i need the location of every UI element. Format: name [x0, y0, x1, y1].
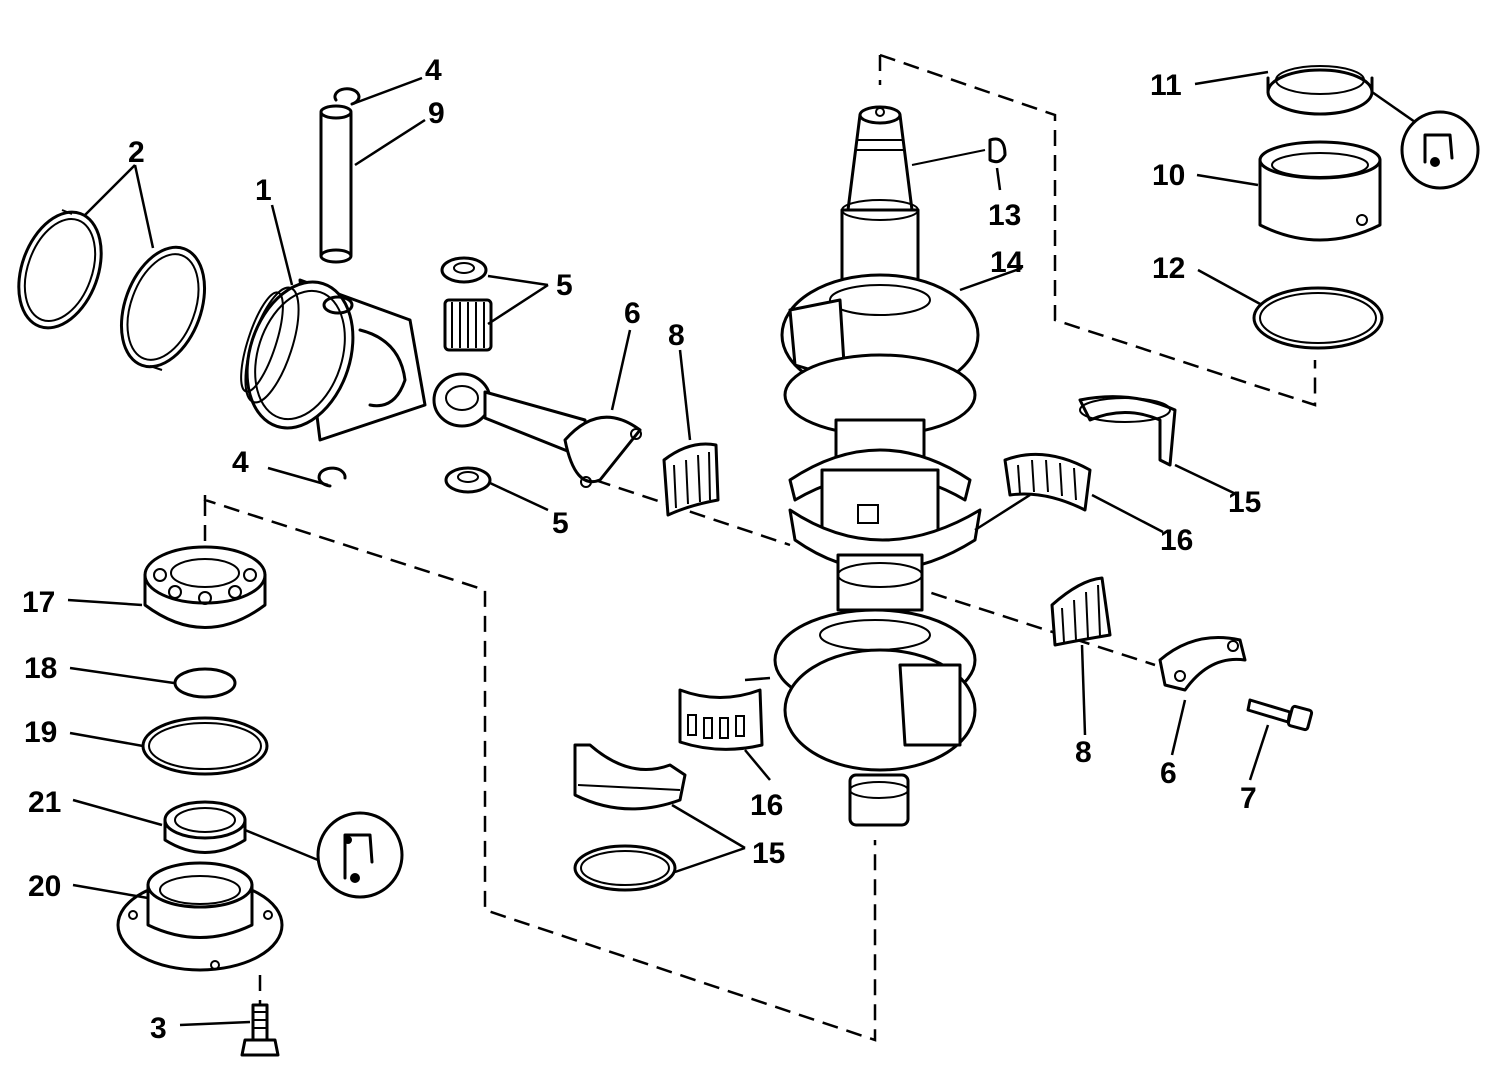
callout-16-left: 16 [750, 789, 783, 822]
housing-bolt [240, 975, 280, 1057]
callout-8-right: 8 [1075, 736, 1092, 769]
callout-12: 12 [1152, 252, 1185, 285]
rod-centerline-upper [594, 478, 791, 547]
retaining-ring-lower [573, 844, 677, 892]
upper-roller-bearing [1258, 140, 1382, 242]
crankshaft [773, 105, 982, 827]
callout-15-left: 15 [752, 837, 785, 870]
callout-6-rod: 6 [624, 297, 641, 330]
main-bearing-cage-upper-right [1003, 452, 1092, 512]
callout-20: 20 [28, 870, 61, 903]
retaining-clip-upper [333, 87, 361, 106]
rod-cap-screw [1246, 698, 1314, 732]
callout-21: 21 [28, 786, 61, 819]
lower-bearing-housing [116, 861, 284, 972]
woodruff-key [911, 137, 1007, 166]
callout-13: 13 [988, 199, 1021, 232]
ball-bearing [143, 545, 267, 629]
lower-o-ring [141, 716, 269, 776]
bearing-cage-left [662, 442, 720, 517]
callout-10: 10 [1152, 159, 1185, 192]
callout-19: 19 [24, 716, 57, 749]
callout-1: 1 [255, 174, 272, 207]
callout-18: 18 [24, 652, 57, 685]
callout-7: 7 [1240, 782, 1257, 815]
piston [240, 278, 427, 442]
callout-16-right: 16 [1160, 524, 1193, 557]
callout-2: 2 [128, 136, 145, 169]
callout-6-cap: 6 [1160, 757, 1177, 790]
callout-5-upper: 5 [556, 269, 573, 302]
main-bearing-half-upper-right [1078, 395, 1177, 467]
connecting-rod-cap [1158, 636, 1247, 692]
snap-ring [173, 667, 237, 699]
upper-o-ring [1252, 286, 1384, 350]
main-bearing-half-lower-left [573, 743, 687, 811]
callout-14: 14 [990, 246, 1024, 279]
bearing-cage-right [1050, 576, 1112, 647]
callout-15-right: 15 [1228, 486, 1261, 519]
lower-seal [163, 800, 247, 854]
sealant-detail-upper [1371, 90, 1480, 190]
callout-8-left: 8 [668, 319, 685, 352]
main-bearing-cage-lower-left [678, 688, 764, 751]
callout-labels: 1 2 3 4 4 5 5 6 6 7 8 8 9 10 11 12 13 14… [22, 54, 1261, 1045]
upper-assembly-outline [878, 53, 1317, 407]
sealant-detail-lower [244, 811, 404, 899]
wrist-pin [319, 104, 353, 264]
callout-3: 3 [150, 1012, 167, 1045]
callout-4-upper: 4 [425, 54, 442, 87]
callout-11: 11 [1150, 69, 1182, 102]
piston-rings [17, 209, 207, 371]
thrust-washer-bottom [444, 466, 492, 494]
callout-17: 17 [22, 586, 55, 619]
lower-assembly-outline [203, 495, 877, 1042]
upper-seal [1266, 65, 1374, 116]
callout-4-lower: 4 [232, 446, 249, 479]
leader-lines [67, 70, 1270, 1027]
connecting-rod [432, 372, 642, 488]
needle-bearing-top [440, 256, 493, 352]
callout-9: 9 [428, 97, 445, 130]
callout-5-lower: 5 [552, 507, 569, 540]
